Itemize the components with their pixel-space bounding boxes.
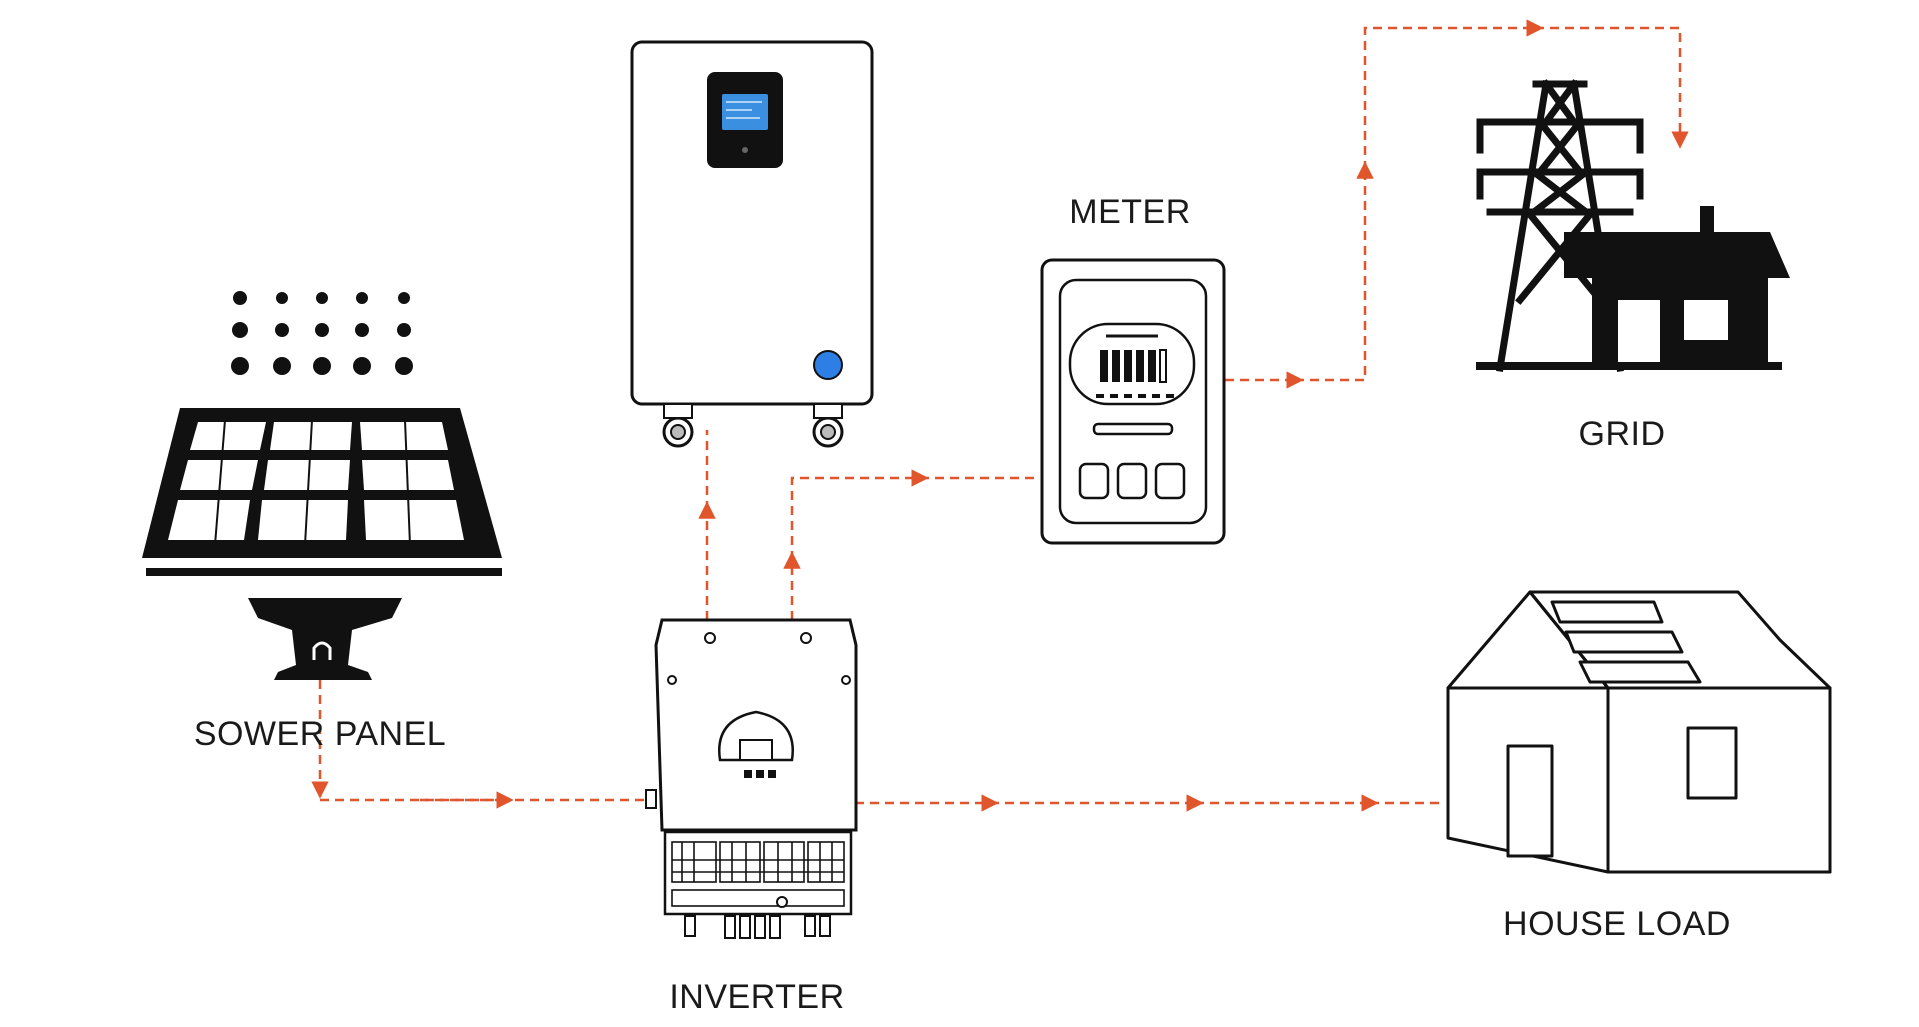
flow-meter-to-grid-3 — [1363, 19, 1544, 170]
sunlight-dots — [231, 291, 413, 375]
solar-panel-label: SOWER PANEL — [193, 715, 447, 753]
grid-tower-icon — [1476, 79, 1790, 373]
battery-icon — [630, 40, 874, 448]
inverter-icon — [645, 618, 858, 939]
flow-meter-to-grid-2 — [1295, 161, 1374, 382]
meter-label: METER — [1069, 193, 1191, 231]
flow-lines — [311, 19, 1689, 812]
inverter-label: INVERTER — [669, 978, 845, 1016]
house-icon — [1446, 590, 1832, 874]
flow-inverter-to-meter — [790, 469, 929, 560]
grid-label: GRID — [1578, 415, 1666, 453]
solar-panel-icon — [142, 408, 502, 680]
meter-icon — [1040, 258, 1226, 545]
flow-meter-to-grid-4 — [1535, 26, 1689, 149]
house-load-label: HOUSE LOAD — [1503, 905, 1731, 943]
battery-screen — [722, 94, 768, 130]
status-light — [813, 350, 843, 380]
